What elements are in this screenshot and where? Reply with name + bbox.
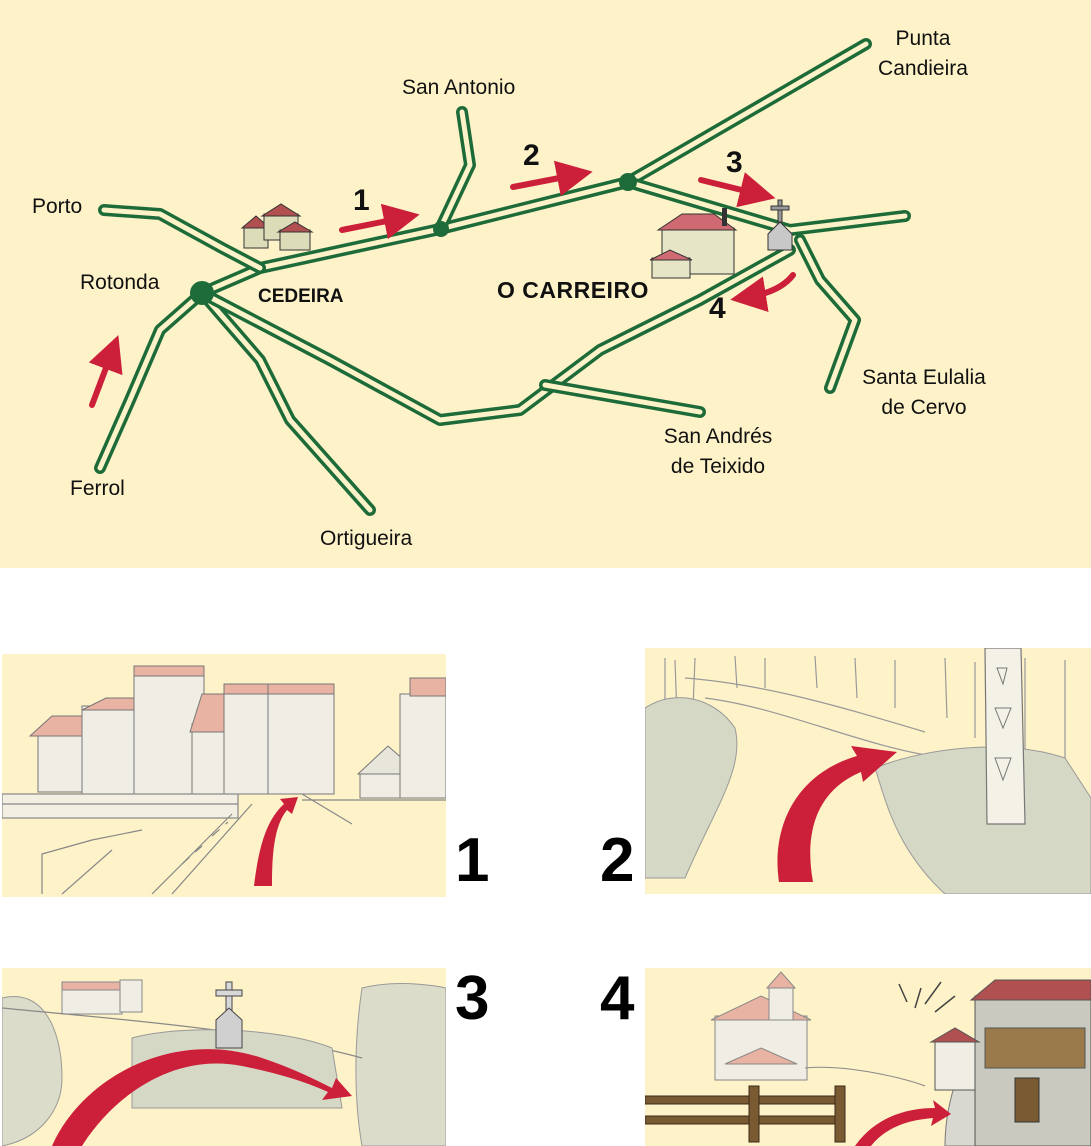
- pylon-icon: [984, 648, 1026, 825]
- panel-1-scene: [2, 654, 446, 897]
- panel-4-illustration: [645, 971, 1091, 1146]
- step-label-2: 2: [523, 139, 540, 172]
- panel-number-1: 1: [455, 826, 490, 895]
- road-to-san-antonio: [434, 106, 476, 235]
- road-to-santa-eulalia: [794, 234, 861, 394]
- label-cedeira: CEDEIRA: [258, 286, 344, 307]
- farmhouse-icon: [649, 208, 738, 279]
- junction-2: [619, 173, 637, 191]
- panel-1-turn-arrow: [254, 797, 298, 886]
- label-punta-candieira: Punta Candieira: [878, 27, 968, 80]
- panel-3-illustration: [2, 979, 446, 1146]
- label-san-antonio: San Antonio: [402, 76, 516, 99]
- arrow-step-1: [339, 203, 420, 240]
- road-to-punta-candieira: [622, 38, 872, 188]
- panel-4-turn-arrow: [855, 1100, 951, 1146]
- step-label-3: 3: [726, 146, 743, 179]
- fence-icon: [645, 1085, 846, 1143]
- panel-2-turn-arrow: [777, 746, 897, 882]
- arrow-step-2: [510, 160, 593, 197]
- panel-2-scene: [645, 648, 1091, 894]
- label-ferrol: Ferrol: [70, 477, 125, 500]
- cross-chapel-icon: [767, 199, 793, 251]
- houses-icon: [240, 203, 314, 251]
- label-o-carreiro: O CARREIRO: [497, 277, 649, 303]
- road-main: [196, 176, 634, 299]
- step-label-4: 4: [709, 292, 726, 325]
- junction-1: [433, 221, 449, 237]
- label-ortigueira: Ortigueira: [320, 527, 413, 550]
- panel-number-4: 4: [600, 964, 635, 1033]
- route-map: [0, 0, 1091, 568]
- label-rotonda: Rotonda: [80, 271, 160, 294]
- bare-tree-icon: [898, 981, 956, 1013]
- step-label-1: 1: [353, 184, 370, 217]
- cross-icon: [215, 981, 243, 1049]
- junction-rotonda: [190, 281, 214, 305]
- panel-3-scene: [2, 968, 446, 1146]
- panel-number-3: 3: [455, 964, 490, 1033]
- panel-number-2: 2: [600, 826, 635, 895]
- panel-1-illustration: [2, 665, 446, 895]
- road-to-porto: [98, 204, 266, 274]
- arrow-from-ferrol: [88, 335, 123, 408]
- road-to-cross: [622, 176, 911, 236]
- label-santa-eulalia: Santa Eulalia de Cervo: [862, 366, 986, 419]
- arrow-step-3: [698, 172, 776, 208]
- label-porto: Porto: [32, 195, 83, 218]
- panel-4-scene: [645, 968, 1091, 1146]
- label-san-andres: San Andrés de Teixido: [663, 425, 773, 478]
- arrow-step-4: [730, 272, 796, 313]
- panel-3-turn-arrow: [52, 1049, 352, 1146]
- road-branch-san-andres: [539, 379, 706, 418]
- road-to-ortigueira: [196, 287, 376, 516]
- road-to-san-andres: [196, 244, 796, 426]
- road-network: [88, 38, 911, 516]
- panel-2-illustration: [645, 648, 1091, 894]
- road-to-ferrol: [94, 287, 208, 474]
